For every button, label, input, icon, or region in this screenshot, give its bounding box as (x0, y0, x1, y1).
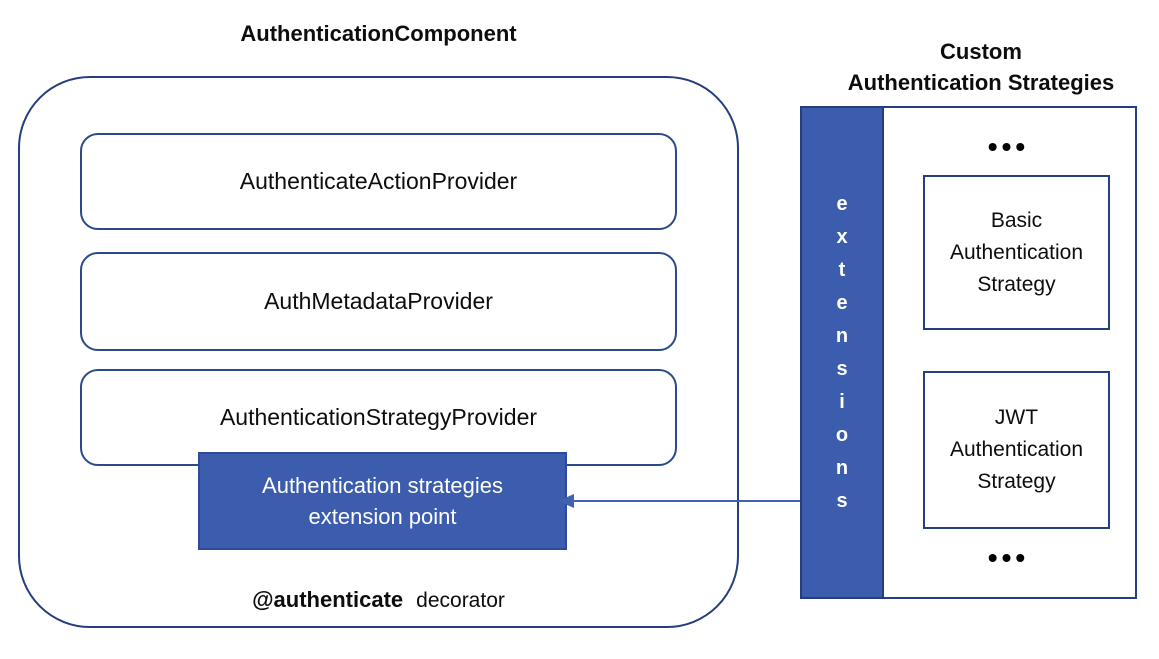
authentication-strategy-provider-box: AuthenticationStrategyProvider (80, 369, 677, 466)
extension-point-line2: extension point (308, 504, 457, 529)
decorator-label: @authenticate decorator (18, 587, 739, 613)
extensions-letter: e (836, 193, 848, 215)
decorator-suffix: decorator (416, 589, 505, 612)
ellipsis-top: ••• (987, 131, 1030, 162)
extensions-letter: s (836, 490, 848, 512)
arrow-head-icon (558, 494, 574, 508)
extension-point-box: Authentication strategies extension poin… (198, 452, 567, 550)
basic-strategy-line1: Basic (990, 208, 1043, 232)
extensions-letter: i (839, 391, 845, 413)
ellipsis-bottom: ••• (987, 542, 1030, 573)
basic-strategy-line3: Strategy (977, 272, 1056, 296)
extensions-arrow-line (573, 500, 802, 502)
jwt-strategy-line1: JWT (994, 406, 1039, 429)
jwt-authentication-strategy-box: JWT Authentication Strategy (923, 371, 1110, 529)
extensions-letter: t (838, 259, 846, 281)
extensions-letter: n (835, 325, 849, 347)
extensions-letter: e (836, 292, 848, 314)
custom-strategies-container: e x t e n s i o n s ••• Basic Authentica… (800, 106, 1137, 599)
extensions-bar: e x t e n s i o n s (802, 108, 884, 597)
basic-authentication-strategy-box: Basic Authentication Strategy (923, 175, 1110, 330)
extension-point-line1: Authentication strategies (262, 473, 503, 498)
jwt-strategy-line3: Strategy (977, 470, 1056, 493)
basic-strategy-line2: Authentication (949, 240, 1084, 264)
authentication-component-title: AuthenticationComponent (240, 21, 517, 46)
jwt-strategy-line2: Authentication (949, 438, 1084, 461)
extensions-vertical-label: e x t e n s i o n s (836, 194, 848, 511)
extensions-letter: n (835, 457, 849, 479)
authenticate-action-provider-box: AuthenticateActionProvider (80, 133, 677, 230)
extensions-letter: s (836, 358, 848, 380)
custom-strategies-title-line1: Custom (940, 39, 1022, 64)
extensions-letter: o (835, 424, 849, 446)
custom-strategies-title: Custom Authentication Strategies (806, 36, 1156, 98)
auth-metadata-provider-box: AuthMetadataProvider (80, 252, 677, 351)
custom-strategies-title-line2: Authentication Strategies (847, 70, 1115, 95)
decorator-name: @authenticate (252, 587, 404, 612)
extensions-letter: x (836, 226, 848, 248)
